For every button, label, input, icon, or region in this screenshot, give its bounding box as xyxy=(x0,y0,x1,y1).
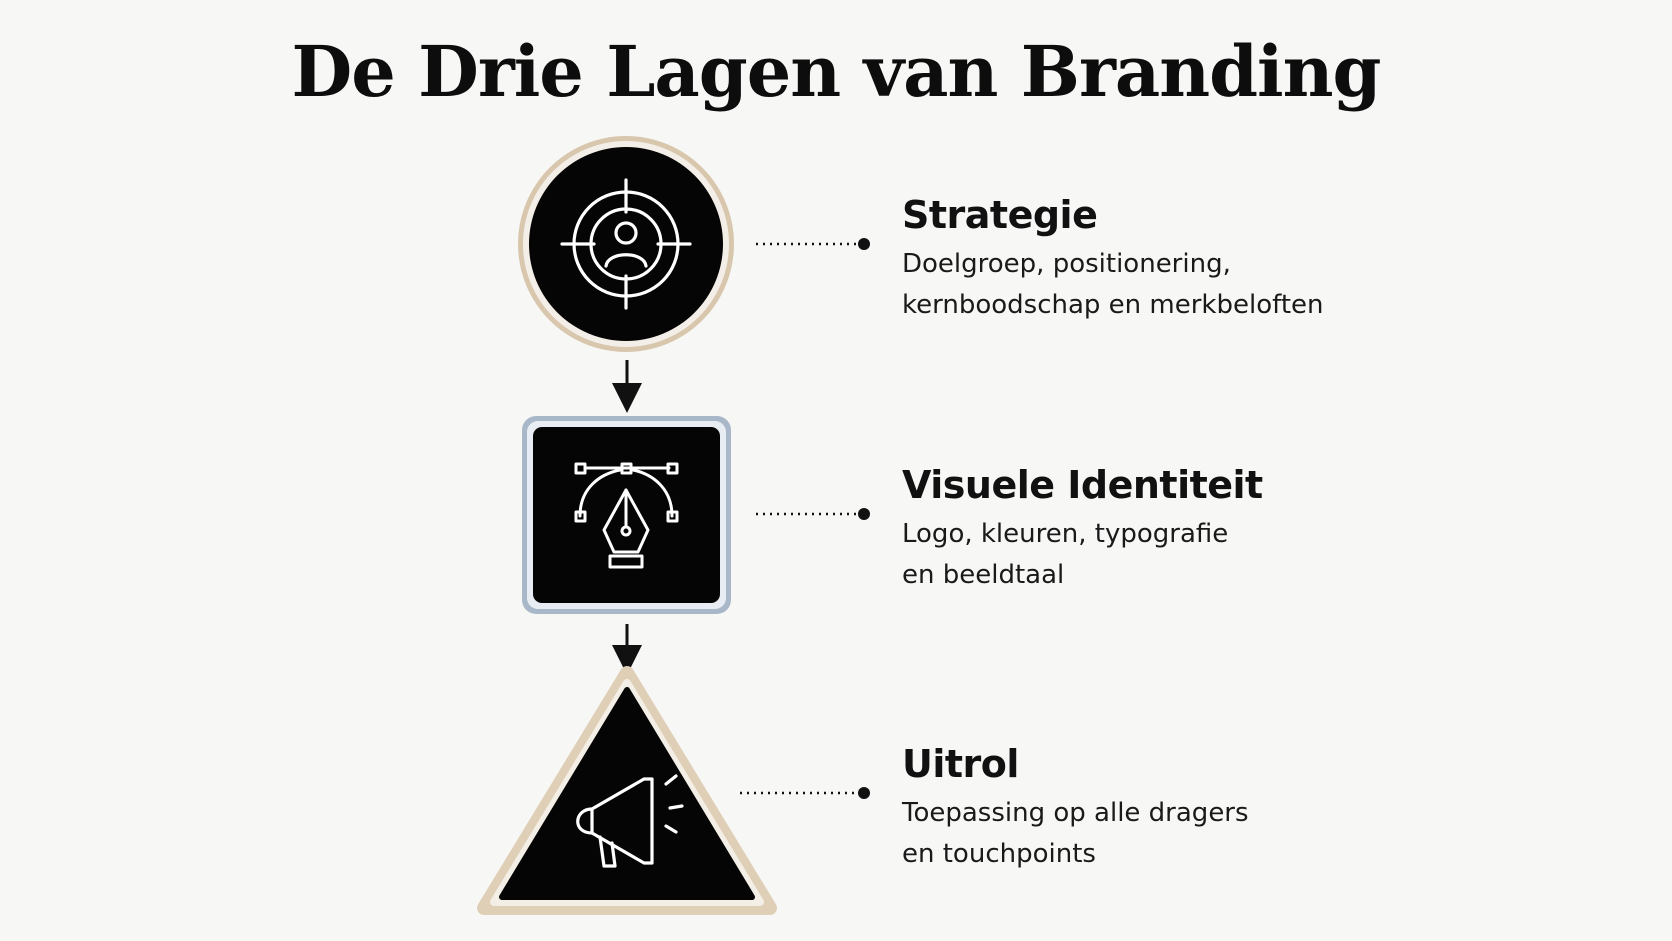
layer-description-line: Logo, kleuren, typografie xyxy=(902,519,1229,549)
layer-title: Uitrol xyxy=(902,742,1019,786)
megaphone-icon xyxy=(576,774,684,868)
target-user-icon xyxy=(560,178,692,310)
strategie-connector xyxy=(756,238,870,250)
layer-description-line: kernboodschap en merkbeloften xyxy=(902,290,1324,320)
visuele-identiteit-connector xyxy=(756,508,870,520)
pen-tool-bezier-icon xyxy=(574,462,679,569)
uitrol-triangle-shape xyxy=(477,666,777,915)
layer-strategie-text: Strategie Doelgroep, positionering, kern… xyxy=(902,192,1422,326)
layer-visuele-identiteit-text: Visuele Identiteit Logo, kleuren, typogr… xyxy=(902,462,1422,596)
uitrol-connector xyxy=(740,787,870,799)
layer-description: Logo, kleuren, typografie en beeldtaal xyxy=(902,514,1422,596)
layer-uitrol-text: Uitrol Toepassing op alle dragers en tou… xyxy=(902,741,1422,875)
layer-description-line: en touchpoints xyxy=(902,839,1096,869)
page-title: De Drie Lagen van Branding xyxy=(291,30,1382,113)
layer-description: Doelgroep, positionering, kernboodschap … xyxy=(902,244,1422,326)
layer-description-line: Toepassing op alle dragers xyxy=(902,798,1249,828)
layer-title: Strategie xyxy=(902,193,1098,237)
layer-description-line: en beeldtaal xyxy=(902,560,1065,590)
layer-description: Toepassing op alle dragers en touchpoint… xyxy=(902,793,1422,875)
layer-title: Visuele Identiteit xyxy=(902,463,1263,507)
layer-description-line: Doelgroep, positionering, xyxy=(902,249,1231,279)
